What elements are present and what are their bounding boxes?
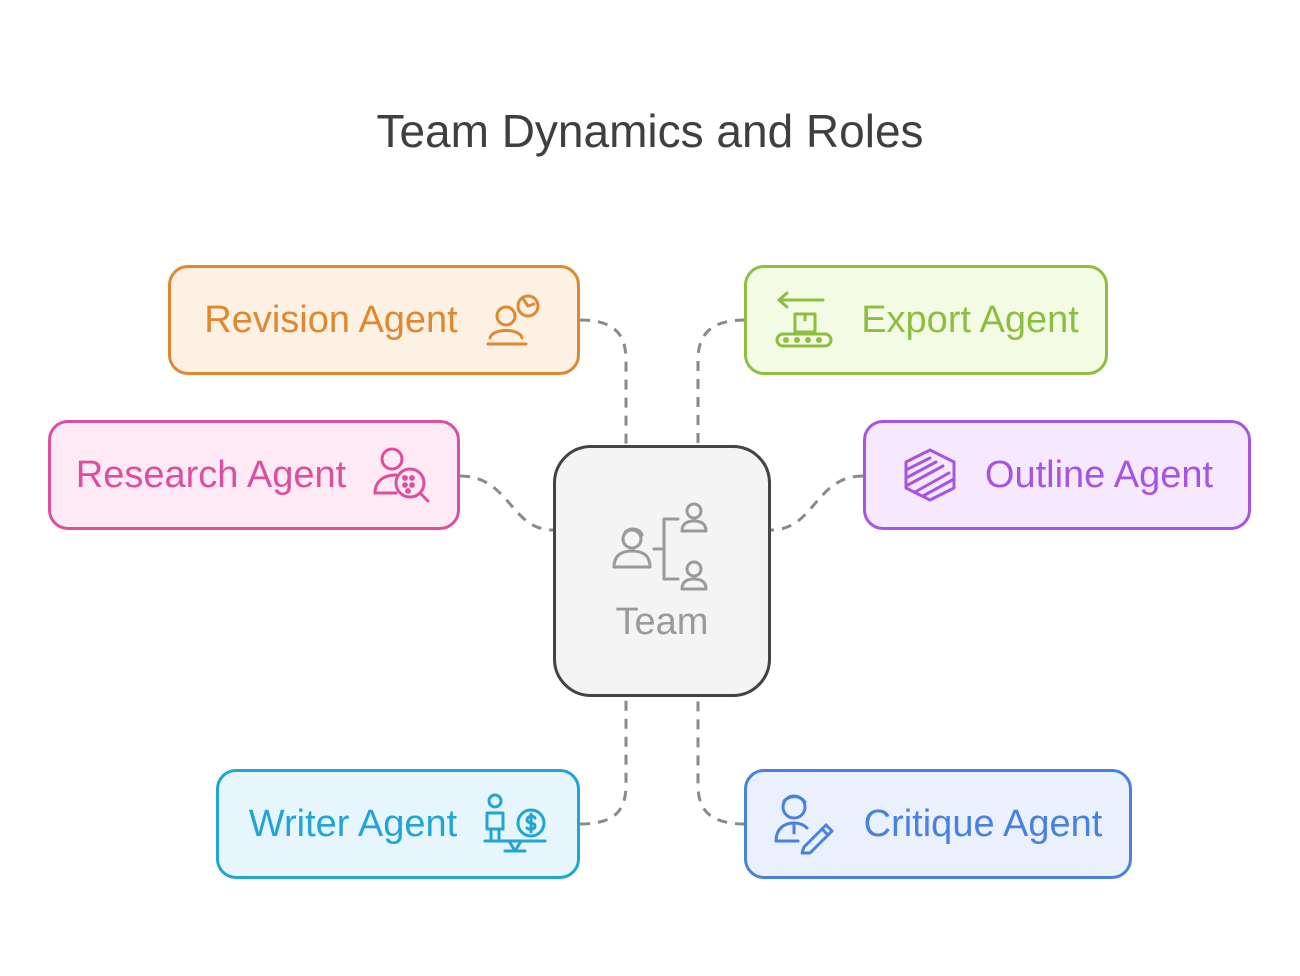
outline-agent-label: Outline Agent [984,453,1214,496]
diagram-title: Team Dynamics and Roles [376,105,924,157]
person-pen-icon [774,794,834,855]
critique-agent-card[interactable]: Critique Agent [744,769,1132,879]
connector-export [696,318,746,445]
revision-agent-card[interactable]: Revision Agent [168,265,580,375]
connector-writer [579,697,628,826]
person-balance-icon [483,793,547,853]
team-node[interactable]: Team [553,445,771,697]
critique-agent-label: Critique Agent [863,802,1103,845]
layered-cube-icon [904,448,956,502]
writer-agent-label: Writer Agent [248,802,458,845]
conveyor-export-icon [775,291,833,348]
connector-revision [579,318,628,445]
research-agent-card[interactable]: Research Agent [48,420,460,530]
export-agent-card[interactable]: Export Agent [744,265,1108,375]
team-hierarchy-icon [612,502,708,590]
revision-agent-label: Revision Agent [204,298,458,341]
person-search-icon [373,447,430,503]
writer-agent-card[interactable]: Writer Agent [216,769,580,879]
connector-research [459,474,554,532]
connector-critique [696,697,746,826]
outline-agent-card[interactable]: Outline Agent [863,420,1251,530]
research-agent-label: Research Agent [75,453,347,496]
connector-outline [770,474,864,532]
team-label: Team [615,600,709,643]
export-agent-label: Export Agent [861,298,1079,341]
person-refresh-icon [486,294,540,346]
